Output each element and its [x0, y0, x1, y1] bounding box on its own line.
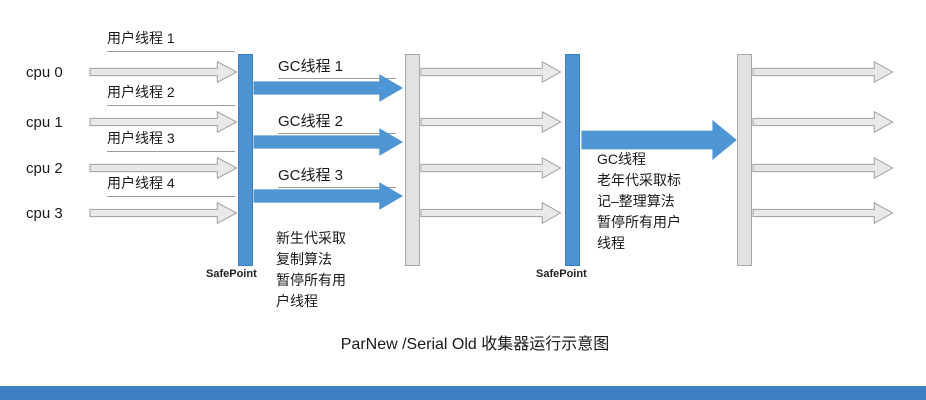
- safepoint-bar-1: [238, 54, 253, 266]
- user-thread-label-3: 用户线程 3: [107, 128, 235, 152]
- user-thread-arrow-seg3-row3: [753, 157, 894, 179]
- major-gc-note: GC线程 老年代采取标 记–整理算法 暂停所有用户 线程: [597, 151, 681, 251]
- user-thread-label-4: 用户线程 4: [107, 173, 235, 197]
- resume-bar-1: [405, 54, 420, 266]
- gc-thread-label-3: GC线程 3: [278, 164, 396, 188]
- user-thread-arrow-seg1-row2: [90, 111, 238, 133]
- user-thread-arrow-seg1-row3: [90, 157, 238, 179]
- serial-old-gc-arrow: [582, 121, 736, 159]
- gc-thread-label-2: GC线程 2: [278, 110, 396, 134]
- cpu-label-2: cpu 2: [26, 160, 63, 177]
- user-thread-arrow-seg2-row2: [421, 111, 562, 133]
- safepoint-label-2: SafePoint: [536, 268, 587, 280]
- user-thread-arrow-seg1-row4: [90, 202, 238, 224]
- resume-bar-2: [737, 54, 752, 266]
- cpu-label-3: cpu 3: [26, 205, 63, 222]
- gc-thread-arrow-2: [254, 129, 402, 155]
- cpu-label-0: cpu 0: [26, 64, 63, 81]
- cpu-label-1: cpu 1: [26, 114, 63, 131]
- gc-thread-arrow-1: [254, 75, 402, 101]
- user-thread-arrow-seg2-row1: [421, 61, 562, 83]
- user-thread-label-1: 用户线程 1: [107, 28, 235, 52]
- user-thread-arrow-seg2-row3: [421, 157, 562, 179]
- user-thread-arrow-seg1-row1: [90, 61, 238, 83]
- user-thread-arrow-seg3-row4: [753, 202, 894, 224]
- safepoint-bar-2: [565, 54, 580, 266]
- user-thread-label-2: 用户线程 2: [107, 82, 235, 106]
- user-thread-arrow-seg3-row2: [753, 111, 894, 133]
- safepoint-label-1: SafePoint: [206, 268, 257, 280]
- user-thread-arrow-seg2-row4: [421, 202, 562, 224]
- gc-thread-label-1: GC线程 1: [278, 55, 396, 79]
- gc-thread-arrow-3: [254, 183, 402, 209]
- user-thread-arrow-seg3-row1: [753, 61, 894, 83]
- minor-gc-note: 新生代采取 复制算法 暂停所有用 户线程: [276, 230, 346, 309]
- diagram-caption: ParNew /Serial Old 收集器运行示意图: [340, 336, 610, 353]
- bottom-decoration-bar: [0, 386, 926, 400]
